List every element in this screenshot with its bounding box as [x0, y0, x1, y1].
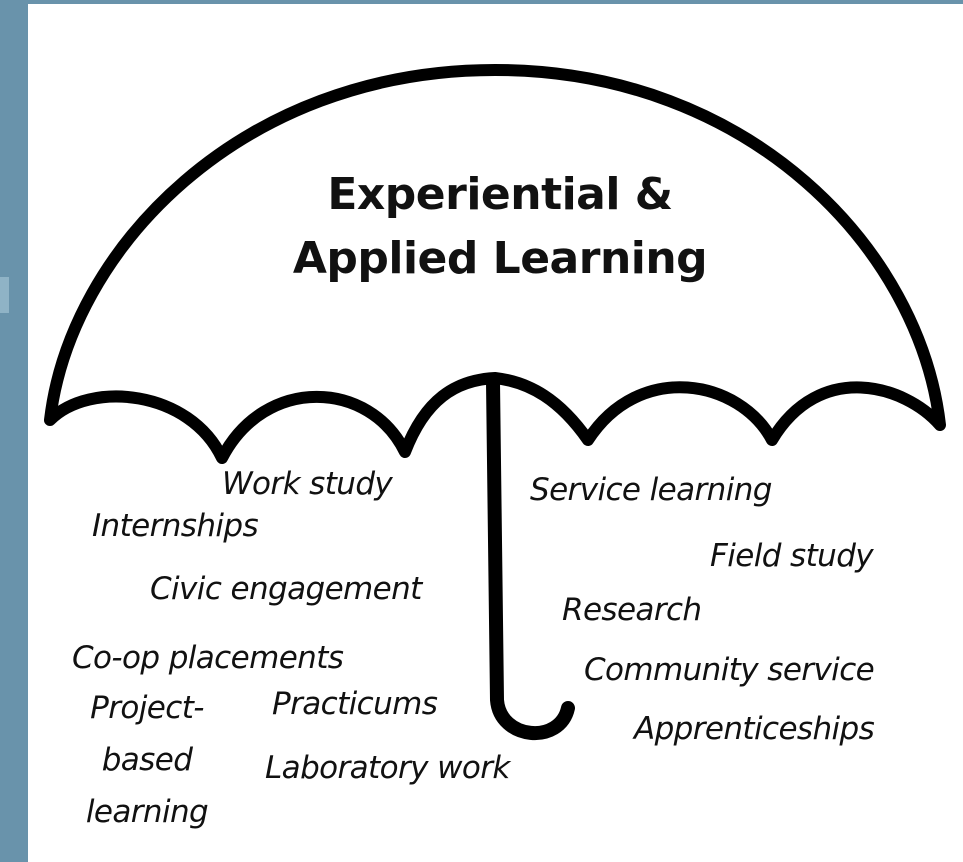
left-stripe: [0, 0, 28, 862]
title-line-2: Applied Learning: [292, 233, 708, 284]
item-field-study: Field study: [710, 538, 874, 574]
item-laboratory-work: Laboratory work: [265, 750, 510, 786]
item-practicums: Practicums: [272, 686, 438, 722]
item-service-learning: Service learning: [530, 472, 772, 508]
item-civic-engagement: Civic engagement: [150, 571, 422, 607]
umbrella-canopy: [44, 64, 946, 464]
project-based-line-2: based: [101, 742, 193, 778]
title-line-1: Experiential &: [327, 169, 673, 220]
stripe-marker: [0, 277, 9, 313]
item-project-based-learning: Project- based learning: [62, 682, 232, 838]
project-based-line-1: Project-: [90, 690, 204, 726]
diagram-title: Experiential & Applied Learning: [240, 163, 760, 291]
umbrella-handle: [486, 375, 575, 740]
item-work-study: Work study: [222, 466, 393, 502]
project-based-line-3: learning: [85, 794, 209, 830]
item-internships: Internships: [92, 508, 259, 544]
item-apprenticeships: Apprenticeships: [634, 711, 875, 747]
item-community-service: Community service: [584, 652, 875, 688]
item-coop-placements: Co-op placements: [72, 640, 344, 676]
top-border: [0, 0, 963, 4]
item-research: Research: [562, 592, 702, 628]
